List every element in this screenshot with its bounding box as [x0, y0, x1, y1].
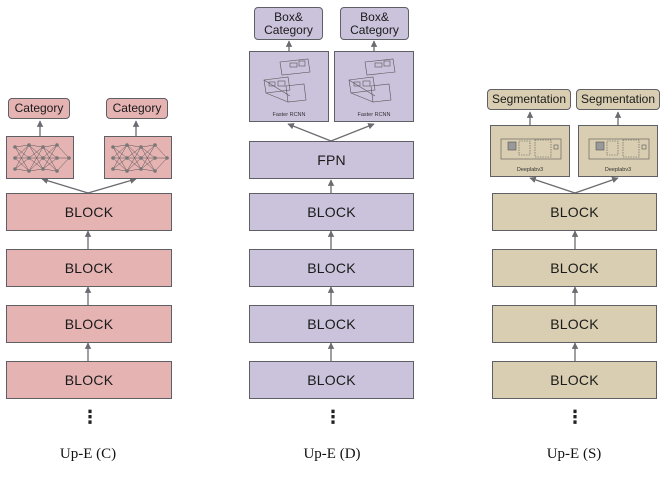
arrow-c-b4-mlp2	[87, 177, 137, 194]
head-d-2: Box& Category	[340, 7, 409, 40]
rcnn-d-1: Faster RCNN	[249, 51, 329, 122]
arrow-d-fpn-rcnn1	[287, 123, 332, 142]
block-d-3: BLOCK	[249, 249, 414, 287]
block-d-4: BLOCK	[249, 193, 414, 231]
arrows-d	[285, 40, 378, 361]
mlp-c-2	[104, 136, 172, 179]
model-label-s-2: Deeplabv3	[604, 167, 632, 173]
rcnn-d-2: Faster RCNN	[334, 51, 414, 122]
ellipsis-d: ⋮	[324, 407, 342, 427]
deeplab-s-1: Deeplabv3	[490, 125, 570, 177]
model-label-s-1: Deeplabv3	[516, 167, 544, 173]
arrow-c-b4-mlp1	[41, 177, 89, 194]
neural-network-icon	[111, 143, 169, 173]
deeplab-s-2: Deeplabv3	[578, 125, 658, 177]
arrows-c	[36, 120, 140, 361]
arrows-s	[526, 111, 622, 361]
head-s-2: Segmentation	[576, 89, 660, 110]
ellipsis-c: ⋮	[81, 407, 99, 427]
head-c-2: Category	[106, 98, 168, 119]
head-c-1: Category	[8, 98, 70, 119]
model-label-d-1: Faster RCNN	[272, 112, 306, 118]
detection-sketch-icon	[263, 58, 311, 103]
arrow-d-fpn-rcnn2	[330, 123, 375, 142]
block-s-3: BLOCK	[492, 249, 657, 287]
block-d-2: BLOCK	[249, 305, 414, 343]
block-c-2: BLOCK	[6, 305, 172, 343]
segmentation-sketch-icon	[500, 138, 562, 160]
arrow-s-b4-dl1	[529, 176, 576, 194]
head-d-1: Box& Category	[254, 7, 323, 40]
block-c-1: BLOCK	[6, 361, 172, 399]
block-s-2: BLOCK	[492, 305, 657, 343]
neural-network-icon	[13, 143, 71, 173]
head-s-1: Segmentation	[487, 89, 571, 110]
caption-c: Up-E (C)	[59, 446, 117, 462]
model-label-d-2: Faster RCNN	[357, 112, 391, 118]
detection-sketch-icon	[348, 58, 396, 103]
caption-d: Up-E (D)	[303, 446, 361, 462]
arrow-s-b4-dl2	[574, 176, 619, 194]
block-d-1: BLOCK	[249, 361, 414, 399]
block-c-4: BLOCK	[6, 193, 172, 231]
block-s-1: BLOCK	[492, 361, 657, 399]
mlp-c-1	[6, 136, 74, 179]
segmentation-sketch-icon	[588, 138, 650, 160]
block-c-3: BLOCK	[6, 249, 172, 287]
fpn-box: FPN	[249, 141, 414, 179]
ellipsis-s: ⋮	[566, 407, 584, 427]
caption-s: Up-E (S)	[546, 446, 602, 462]
block-s-4: BLOCK	[492, 193, 657, 231]
